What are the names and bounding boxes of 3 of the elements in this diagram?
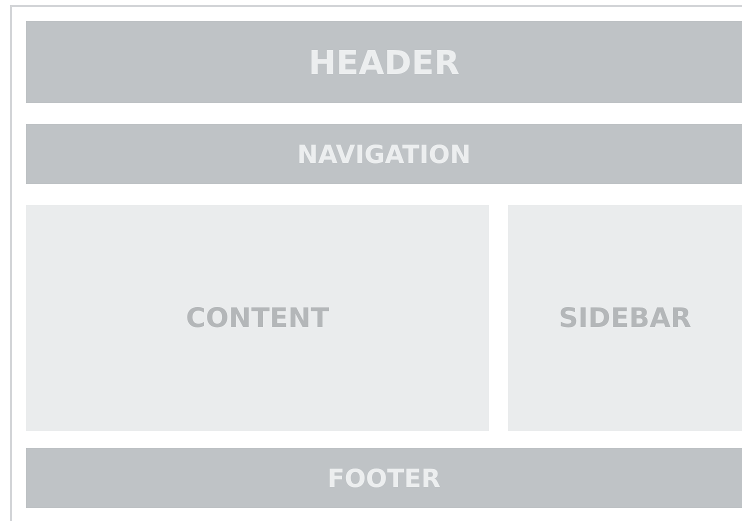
navigation-bar bbox=[26, 124, 742, 184]
header-bar bbox=[26, 21, 742, 103]
footer-bar bbox=[26, 448, 742, 508]
